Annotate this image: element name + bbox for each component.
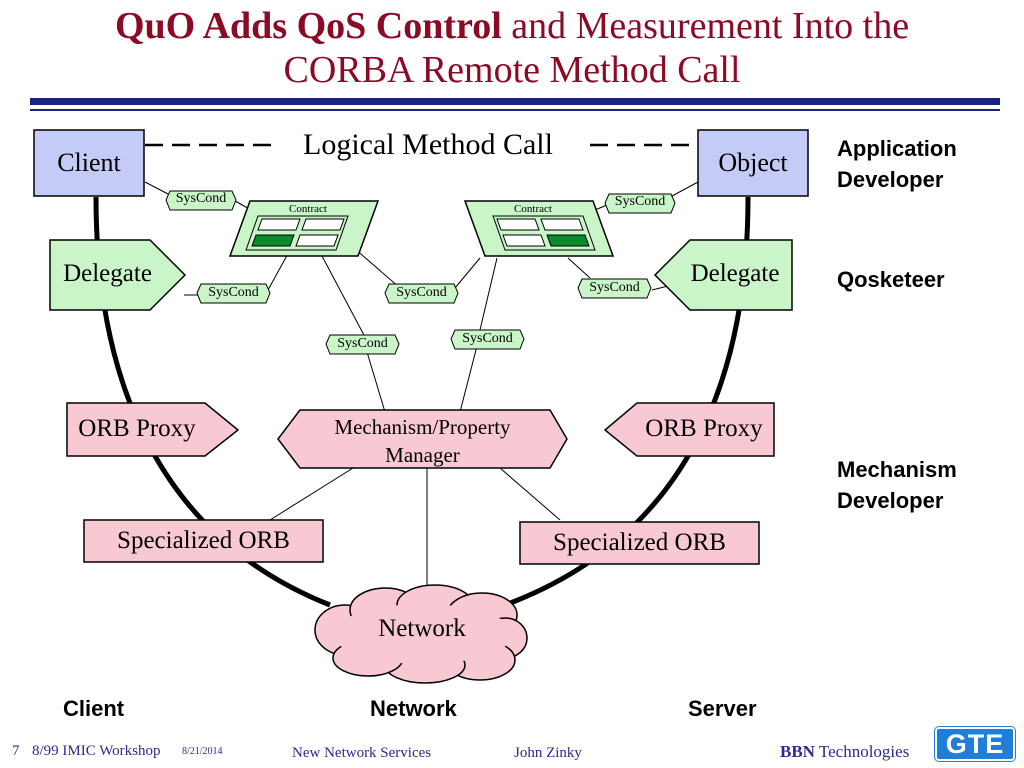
contract-left-shape <box>228 200 380 257</box>
slide-title-rest: and Measurement Into the <box>501 5 910 47</box>
role-app-dev-line2: Developer <box>837 167 944 192</box>
footer-event: 8/99 IMIC Workshop <box>32 743 161 759</box>
role-mech-dev-line1: Mechanism <box>837 457 957 482</box>
slide-number: 7 <box>12 743 20 759</box>
footer-author: John Zinky <box>514 745 582 761</box>
specialized-orb-right-label: Specialized ORB <box>553 529 726 556</box>
orb-proxy-left-label: ORB Proxy <box>78 415 196 442</box>
slide-title: QuO Adds QoS Control and Measurement Int… <box>0 4 1024 92</box>
footer-company-bold: BBN <box>780 742 815 761</box>
footer-topic: New Network Services <box>292 745 432 761</box>
syscond-label: SysCond <box>208 285 259 300</box>
network-cloud <box>314 584 528 684</box>
gte-logo: GTE <box>935 727 1015 761</box>
syscond-label: SysCond <box>589 280 640 295</box>
client-label: Client <box>57 148 121 177</box>
role-mech-dev-line2: Developer <box>837 488 944 513</box>
specialized-orb-left-box <box>83 519 324 563</box>
column-network: Network <box>370 696 457 721</box>
orb-proxy-left-shape <box>66 402 240 457</box>
logical-method-call-label: Logical Method Call <box>278 128 578 162</box>
title-rule-thick <box>30 98 1000 105</box>
footer-company: BBN Technologies <box>780 742 909 762</box>
mechanism-manager-line2: Manager <box>385 443 460 467</box>
network-label: Network <box>378 615 466 642</box>
mechanism-manager-line1: Mechanism/Property <box>334 415 511 439</box>
footer-company-rest: Technologies <box>814 742 910 761</box>
role-qosketeer: Qosketeer <box>837 267 945 292</box>
delegate-right-label: Delegate <box>690 260 780 287</box>
column-client: Client <box>63 696 125 721</box>
contract-left-label: Contract <box>289 203 327 215</box>
syscond-label: SysCond <box>462 331 513 346</box>
syscond-label: SysCond <box>175 191 227 206</box>
client-box <box>33 129 145 197</box>
mechanism-manager-shape <box>277 409 568 469</box>
delegate-right-shape <box>653 239 793 311</box>
syscond-label: SysCond <box>396 285 447 300</box>
delegate-left-label: Delegate <box>63 260 152 287</box>
delegate-left-shape <box>49 239 187 311</box>
slide-title-bold: QuO Adds QoS Control <box>114 5 502 47</box>
object-label: Object <box>718 148 788 177</box>
orb-proxy-right-shape <box>603 402 775 457</box>
specialized-orb-left-label: Specialized ORB <box>117 527 290 554</box>
slide-title-line2: CORBA Remote Method Call <box>283 49 741 91</box>
column-server: Server <box>688 696 757 721</box>
syscond-shapes <box>165 190 676 355</box>
specialized-orb-right-box <box>519 521 760 565</box>
syscond-label: SysCond <box>337 336 388 351</box>
footer-date: 8/21/2014 <box>182 746 223 757</box>
contract-right-label: Contract <box>514 203 552 215</box>
syscond-label: SysCond <box>614 194 666 209</box>
title-rule-thin <box>30 109 1000 111</box>
contract-right-shape <box>463 200 615 257</box>
role-application-developer: Application Developer <box>837 133 957 195</box>
connector-lines <box>144 181 699 590</box>
orb-proxy-right-label: ORB Proxy <box>645 415 763 442</box>
role-mechanism-developer: Mechanism Developer <box>837 454 957 516</box>
mechanism-manager-label: Mechanism/Property Manager <box>290 413 555 469</box>
role-app-dev-line1: Application <box>837 136 957 161</box>
object-box <box>697 129 809 197</box>
